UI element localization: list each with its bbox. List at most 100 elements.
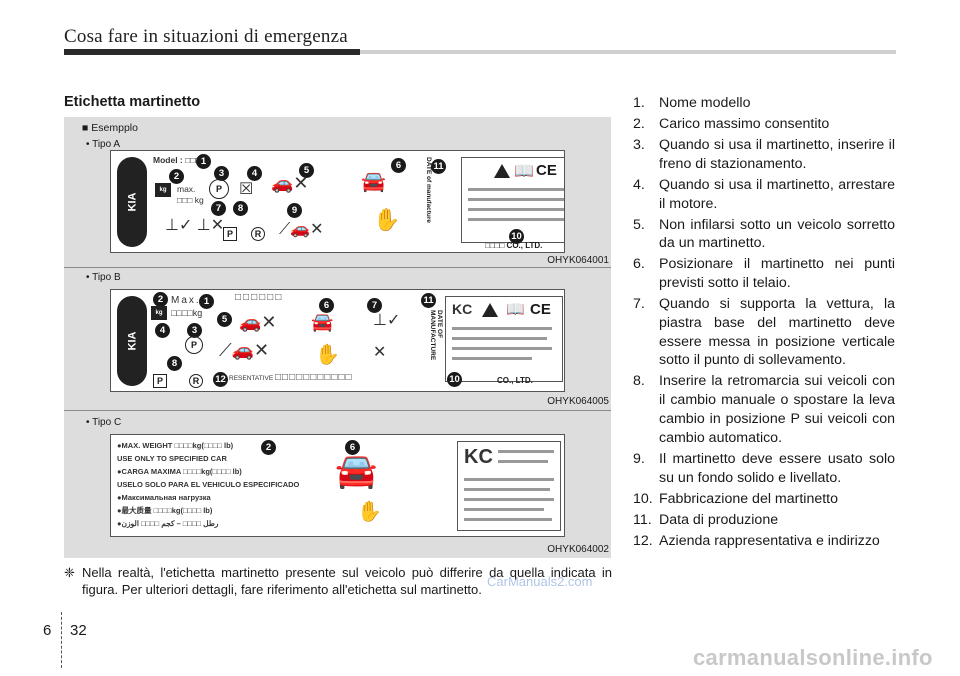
list-item: 6.Posizionare il martinetto nei punti pr… — [633, 256, 895, 292]
callout-7: 7 — [367, 298, 382, 313]
gear-r-icon: R — [189, 374, 203, 388]
list-item: 9.Il martinetto deve essere usato solo s… — [633, 450, 895, 486]
callout-8: 8 — [233, 201, 248, 216]
list-item: 10.Fabbricazione del martinetto — [633, 490, 839, 507]
weight-icon: kg — [151, 306, 167, 320]
parking-brake-icon: P — [209, 179, 229, 199]
callout-6: 6 — [319, 298, 334, 313]
certification-block: 📖 CE — [461, 157, 564, 243]
example-label: ■ Esempplo — [82, 122, 138, 134]
callout-10: 10 — [509, 229, 524, 244]
section-title: Etichetta martinetto — [64, 94, 201, 110]
callout-2: 2 — [169, 169, 184, 184]
list-item: 7.Quando si supporta la vettura, la pias… — [633, 296, 895, 369]
callout-5: 5 — [299, 163, 314, 178]
note-text: Nella realtà, l'etichetta martinetto pre… — [82, 565, 612, 597]
kg-text: □□□□kg — [171, 308, 203, 318]
parking-brake-icon: P — [185, 336, 203, 354]
model-text: Model : □□□ — [153, 155, 201, 165]
weight-line: ●CARGA MAXIMA □□□□kg(□□□□ lb) — [117, 467, 242, 476]
panel-divider — [64, 410, 611, 411]
callout-2: 2 — [153, 292, 168, 307]
gear-p-icon: P — [223, 227, 237, 241]
jack-label-type-b: KIA 2 kg Max. 1 □□□□kg □□□□□□ 4 3 P 5 🚗✕… — [110, 289, 565, 392]
max-text: max. — [177, 184, 196, 194]
callout-6: 6 — [391, 158, 406, 173]
cert-line — [468, 188, 564, 191]
weight-line: ●最大质量 □□□□kg(□□□□ lb) — [117, 506, 213, 515]
cert-line — [464, 478, 554, 481]
callout-1: 1 — [196, 154, 211, 169]
no-under-car-icon: 🚗✕ — [239, 312, 277, 332]
weight-line: ●Максимальная нагрузка — [117, 493, 211, 502]
gear-p-icon: P — [153, 374, 167, 388]
note-symbol: ❈ — [64, 565, 75, 580]
callout-8: 8 — [167, 356, 182, 371]
callout-5: 5 — [217, 312, 232, 327]
no-under-car-icon: 🚗✕ — [271, 173, 309, 193]
jack-tilt-icon: ✕ — [373, 344, 387, 361]
footer-divider — [61, 612, 62, 668]
gear-r-icon: R — [251, 227, 265, 241]
figure-code-a: OHYK064001 — [547, 255, 609, 266]
ce-mark: CE — [536, 162, 557, 179]
representative-label: RESENTATIVE — [229, 375, 274, 382]
manual-icon: 📖 — [514, 163, 534, 180]
jack-vertical-icon: ⊥✓ — [373, 312, 401, 329]
jack-point-car-icon: 🚘 — [335, 452, 378, 490]
list-item: 2.Carico massimo consentito — [633, 115, 830, 132]
list-item: 1.Nome modello — [633, 95, 751, 111]
warning-icon — [482, 303, 498, 317]
weight-line: USE ONLY TO SPECIFIED CAR — [117, 454, 227, 463]
list-item: 5.Non infilarsi sotto un veicolo sorrett… — [633, 216, 895, 252]
page-number: 32 — [70, 622, 87, 639]
slope-warning-icon: ⟋🚗✕ — [279, 221, 324, 238]
callout-3: 3 — [187, 323, 202, 338]
weight-line: ●MAX. WEIGHT □□□□kg(□□□□ lb) — [117, 441, 234, 450]
callout-4: 4 — [155, 323, 170, 338]
figure-note: ❈ Nella realtà, l'etichetta martinetto p… — [64, 565, 612, 598]
callout-2: 2 — [261, 440, 276, 455]
weight-icon: kg — [155, 183, 171, 197]
manufacture-date-label: DATE OF MANUFACTURE — [429, 310, 443, 361]
type-c-label: • Tipo C — [86, 417, 122, 428]
max-text: Max. — [171, 295, 201, 306]
cert-line — [464, 508, 544, 511]
callout-1: 1 — [199, 294, 214, 309]
callout-11: 11 — [431, 159, 446, 174]
type-a-label: • Tipo A — [86, 139, 121, 150]
callout-11: 11 — [421, 293, 436, 308]
jack-vertical-icon: ⊥✓ ⊥✕ — [165, 217, 225, 234]
header-rule-accent — [64, 49, 360, 55]
example-figure-panel: ■ Esempplo • Tipo A KIA Model : □□□ 1 2 … — [64, 117, 611, 558]
warning-icon — [494, 164, 510, 178]
weight-line: USELO SOLO PARA EL VEHICULO ESPECIFICADO — [117, 480, 300, 489]
chapter-title: Cosa fare in situazioni di emergenza — [64, 26, 348, 47]
cert-line — [452, 357, 532, 360]
callout-6: 6 — [345, 440, 360, 455]
ce-mark: CE — [530, 301, 551, 318]
jack-hand-icon: ✋ — [373, 207, 401, 232]
slope-warning-icon: ⟋🚗✕ — [219, 340, 270, 360]
label-legend-list: 1.Nome modello 2.Carico massimo consenti… — [633, 94, 895, 553]
company-name: □□□□ CO., LTD. — [485, 241, 543, 250]
chapter-number: 6 — [43, 622, 52, 639]
jack-hand-icon: ✋ — [315, 344, 340, 366]
certification-block: KC 📖 CE — [445, 296, 563, 382]
list-item: 8.Inserire la retromarcia sui veicoli co… — [633, 373, 895, 446]
jack-label-type-a: KIA Model : □□□ 1 2 max. □□□ kg kg 3 P 4… — [110, 150, 565, 253]
panel-divider — [64, 267, 611, 268]
header-rule — [64, 49, 896, 55]
cert-line — [468, 208, 564, 211]
list-item: 3.Quando si usa il martinetto, inserire … — [633, 136, 895, 172]
jack-point-car-icon: 🚘 — [311, 312, 334, 332]
callout-3: 3 — [214, 166, 229, 181]
callout-7: 7 — [211, 201, 226, 216]
cert-line — [498, 450, 554, 453]
cert-line — [464, 518, 552, 521]
manual-icon: 📖 — [506, 301, 525, 318]
callout-4: 4 — [247, 166, 262, 181]
certification-block: KC — [457, 441, 561, 531]
company-name: CO., LTD. — [497, 376, 533, 385]
manufacture-date-label: DATE of manufacture — [425, 157, 432, 223]
